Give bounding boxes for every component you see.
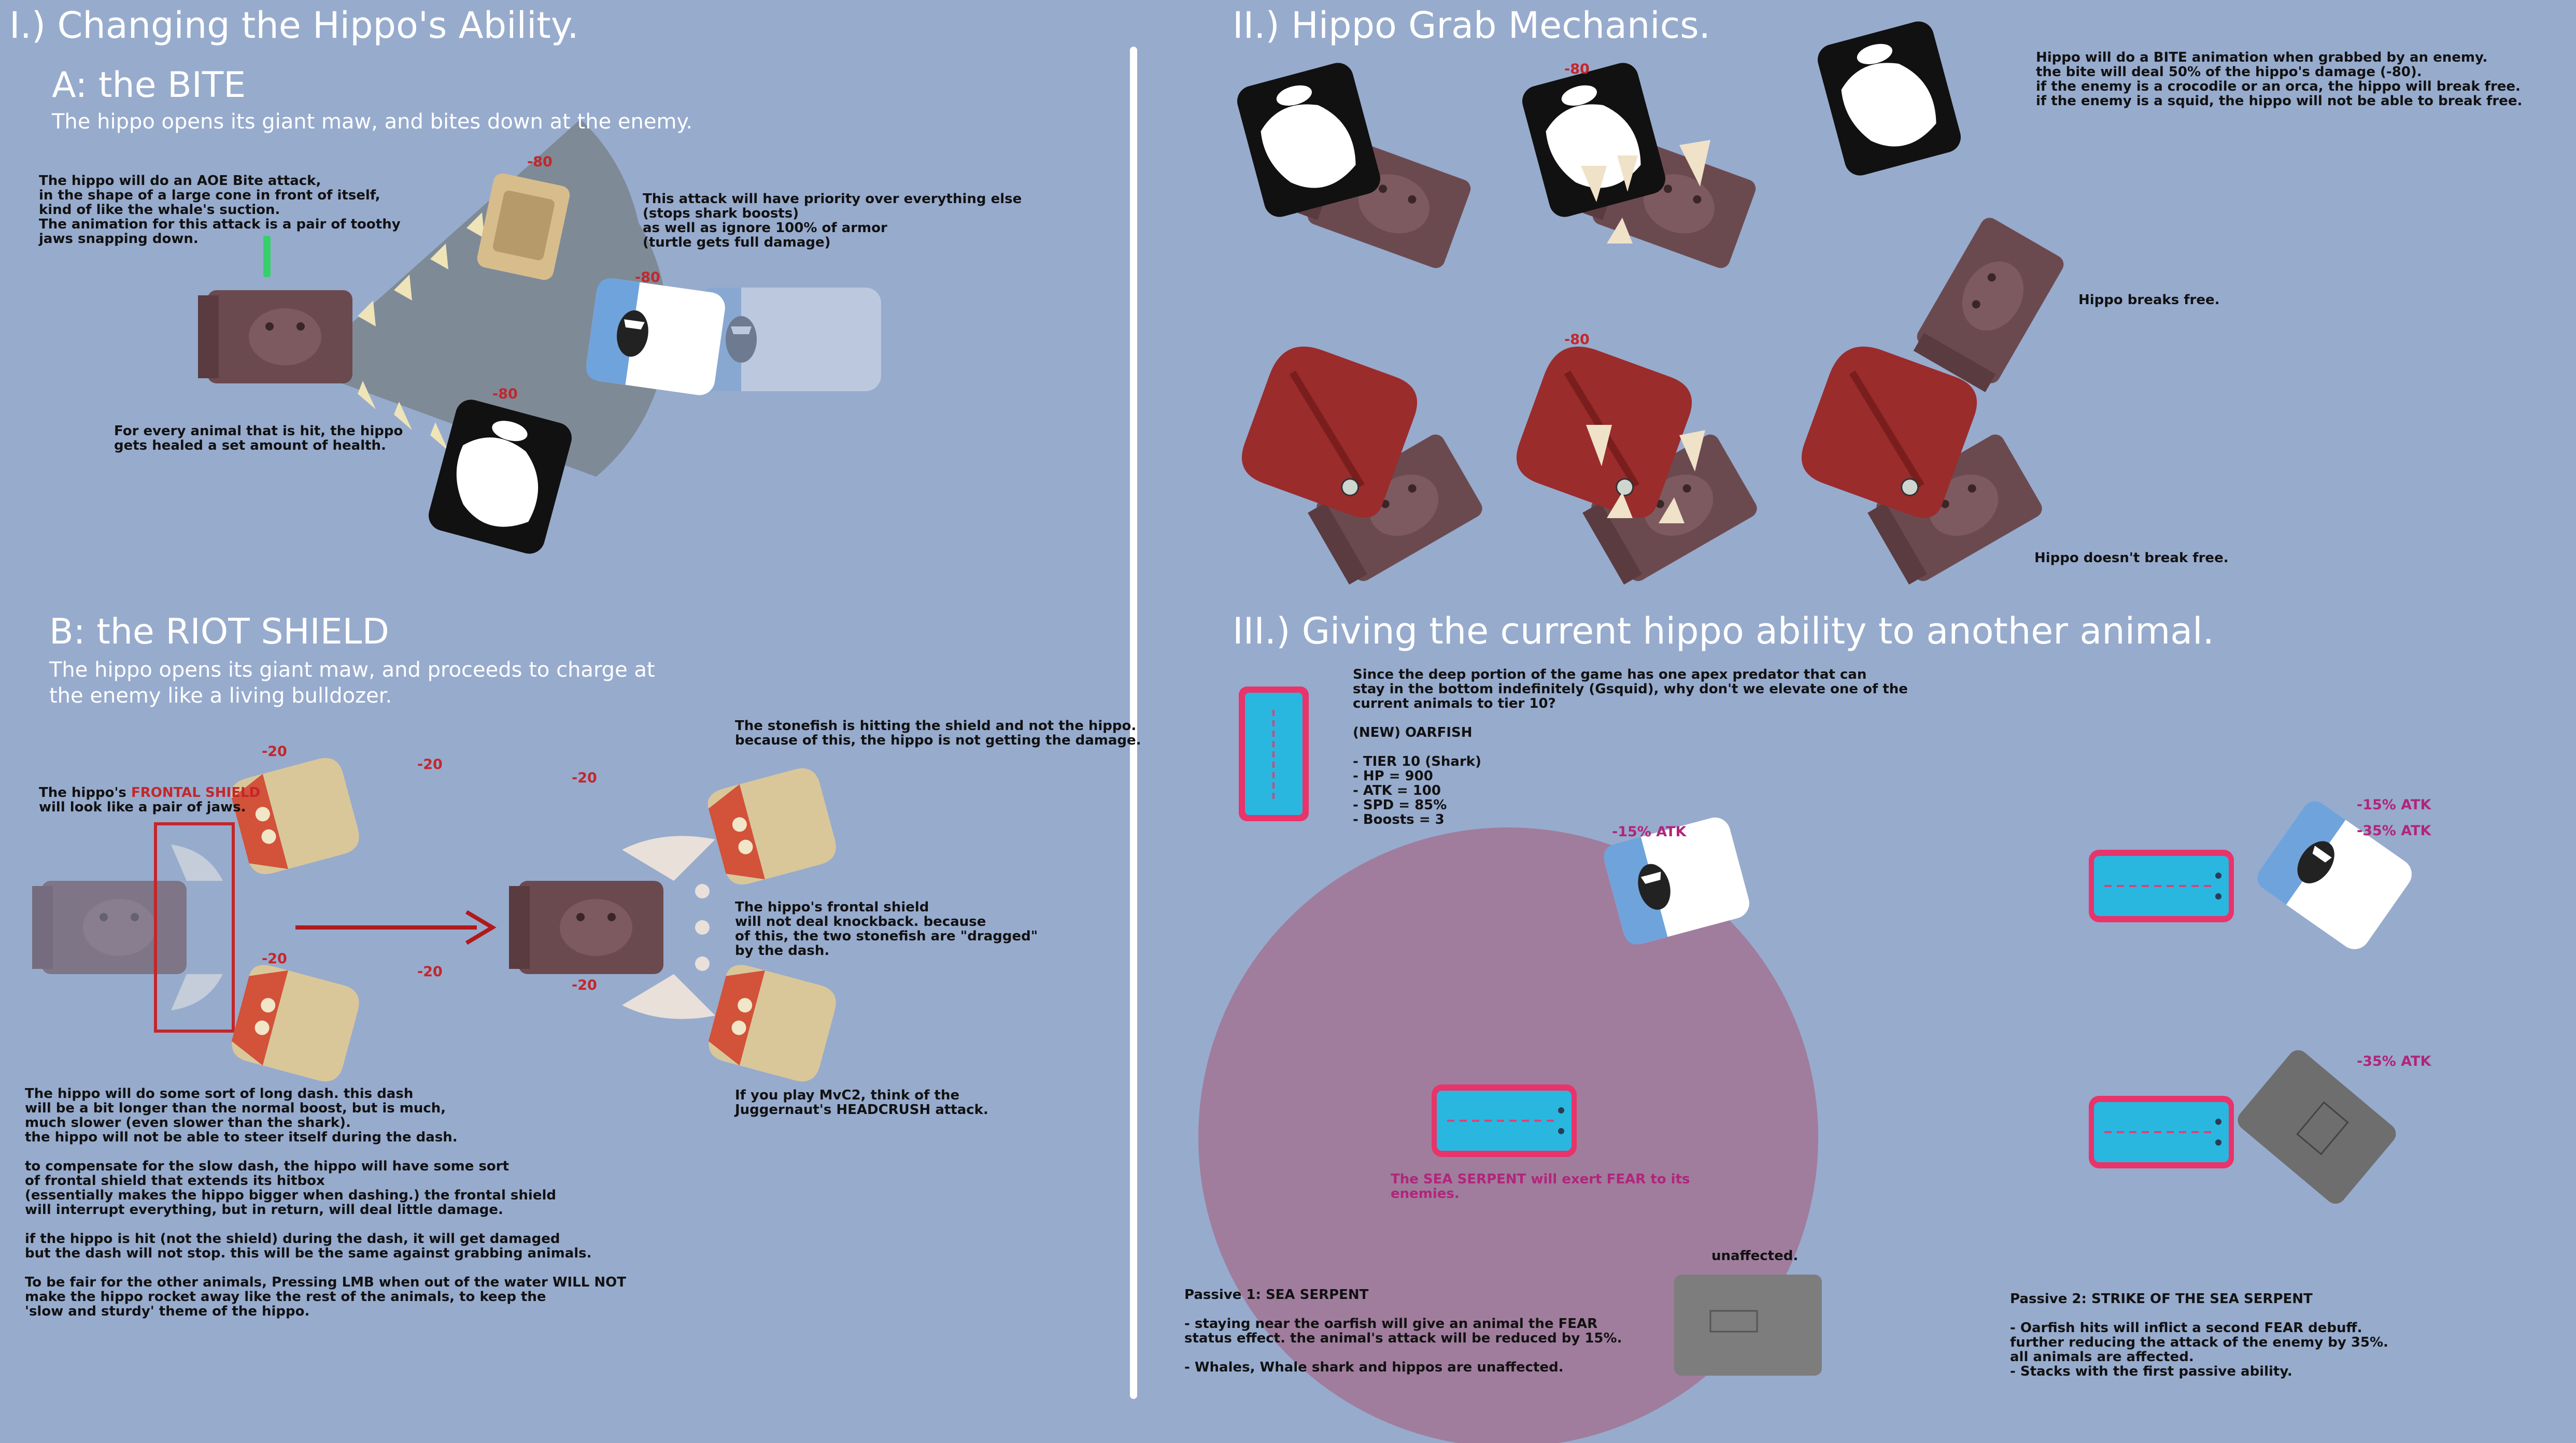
- shark-strike: [2252, 796, 2418, 955]
- dmg-grab-squid: -80: [1564, 332, 1590, 348]
- grab-breaks-free: Hippo breaks free.: [2078, 292, 2220, 308]
- oarfish-strike-1: [2088, 849, 2235, 923]
- oarfish-intro: Since the deep portion of the game has o…: [1353, 667, 1908, 711]
- shield-jaws: [622, 836, 715, 1019]
- atk-debuff-35-strike: -35% ATK: [2357, 823, 2431, 839]
- bite-note-right: This attack will have priority over ever…: [643, 191, 1022, 250]
- dmg-shield-1: -20: [262, 744, 287, 760]
- dmg-shield-5: -20: [417, 964, 443, 980]
- dmg-turtle: -80: [527, 154, 553, 170]
- shield-stonefish-note: The stonefish is hitting the shield and …: [735, 718, 1141, 748]
- unaffected-label: unaffected.: [1711, 1248, 1799, 1264]
- heal-indicator: [263, 236, 271, 277]
- bite-subtitle: The hippo opens its giant maw, and bites…: [52, 110, 693, 134]
- atk-debuff-15-strike: -15% ATK: [2357, 797, 2431, 813]
- oarfish-strike-2: [2088, 1095, 2235, 1169]
- grab-no-break: Hippo doesn't break free.: [2034, 550, 2229, 566]
- oarfish-center: [1431, 1083, 1578, 1158]
- shield-subtitle: The hippo opens its giant maw, and proce…: [49, 658, 655, 708]
- section-divider: [1130, 47, 1137, 1399]
- shield-jaws-ghost: [171, 845, 223, 1010]
- dash-arrow: [295, 910, 497, 945]
- dmg-shield-2: -20: [417, 756, 443, 773]
- atk-debuff-35-grey: -35% ATK: [2357, 1053, 2431, 1069]
- dmg-orca: -80: [492, 386, 518, 402]
- bite-teeth-orca: [1581, 140, 1710, 244]
- stonefish-lower-left: [228, 961, 363, 1086]
- bite-note-heal: For every animal that is hit, the hippo …: [114, 423, 403, 453]
- stonefish-upper-right: [704, 764, 840, 889]
- shark-grey-strike: [2238, 1050, 2396, 1204]
- atk-debuff-15: -15% ATK: [1612, 824, 1687, 840]
- oarfish-portrait: [1239, 687, 1309, 821]
- hippo-dashing: [509, 881, 663, 974]
- dmg-shield-3: -20: [572, 770, 597, 786]
- bite-teeth-squid: [1586, 425, 1705, 523]
- hippo-before-dash: [32, 881, 187, 974]
- grab-note: Hippo will do a BITE animation when grab…: [2036, 50, 2523, 109]
- shark-bite-target: [584, 276, 727, 397]
- dmg-shark: -80: [635, 269, 660, 285]
- section3-title: III.) Giving the current hippo ability t…: [1233, 610, 2214, 652]
- stonefish-lower-right: [704, 961, 840, 1086]
- section2-title: II.) Hippo Grab Mechanics.: [1233, 4, 1710, 47]
- hippo-bite: [198, 290, 352, 383]
- shield-knockback-note: The hippo's frontal shield will not deal…: [735, 899, 1038, 959]
- shield-mvc-note: If you play MvC2, think of the Juggernau…: [735, 1088, 988, 1118]
- oarfish-stats: - TIER 10 (Shark) - HP = 900 - ATK = 100…: [1353, 754, 1481, 827]
- bite-heading: A: the BITE: [52, 65, 246, 106]
- dmg-grab-orca: -80: [1564, 61, 1590, 77]
- dmg-shield-4: -20: [262, 951, 287, 967]
- oarfish-name: (NEW) OARFISH: [1353, 725, 1473, 740]
- passive2-text: Passive 2: STRIKE OF THE SEA SERPENT - O…: [2010, 1291, 2388, 1379]
- bite-note-left: The hippo will do an AOE Bite attack, in…: [39, 173, 401, 247]
- fear-note: The SEA SERPENT will exert FEAR to its e…: [1391, 1171, 1690, 1202]
- turtle-bite-target: [477, 173, 570, 280]
- shark-motion-trail: [700, 288, 881, 391]
- shield-hitbox: [154, 822, 235, 1033]
- passive1-text: Passive 1: SEA SERPENT - staying near th…: [1184, 1287, 1622, 1375]
- whale-shark-unaffected: [1674, 1275, 1822, 1376]
- dmg-shield-6: -20: [572, 977, 597, 993]
- shield-dash-explanation: The hippo will do some sort of long dash…: [25, 1086, 626, 1319]
- shield-heading: B: the RIOT SHIELD: [49, 611, 389, 652]
- hippo-breaks-free: [1909, 214, 2067, 395]
- section1-title: I.) Changing the Hippo's Ability.: [9, 4, 579, 47]
- orca-grab-3: [1814, 18, 1964, 179]
